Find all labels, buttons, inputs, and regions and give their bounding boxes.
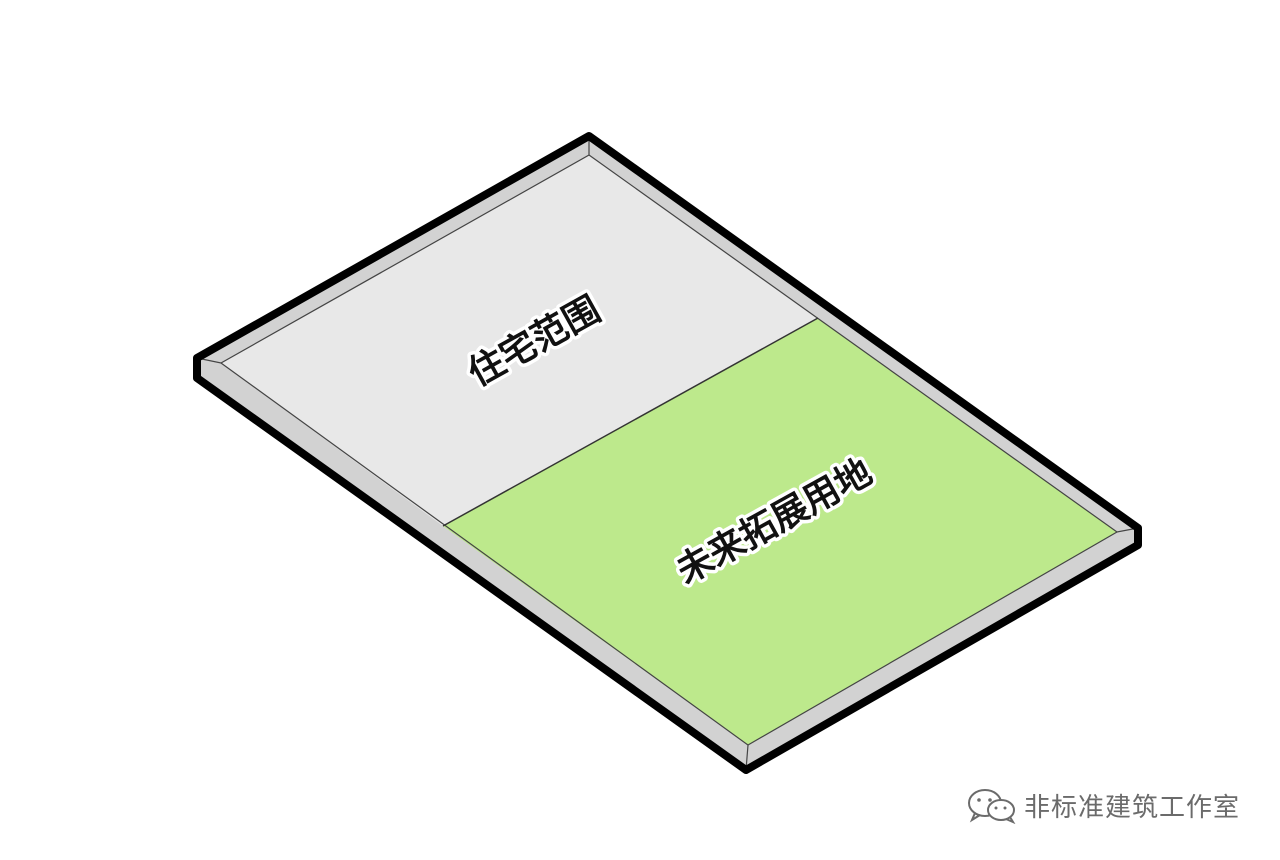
zone-divider <box>442 317 819 527</box>
inner-rim-edge-corner <box>747 531 1118 746</box>
slab-outline <box>193 132 1142 774</box>
inner-rim-edge <box>196 136 590 364</box>
zone-residential <box>221 155 818 526</box>
watermark-text: 非标准建筑工作室 <box>1023 793 1240 823</box>
wechat-icon <box>967 788 1016 824</box>
watermark: 非标准建筑工作室 <box>966 787 1240 824</box>
zone-expansion <box>443 318 1117 745</box>
